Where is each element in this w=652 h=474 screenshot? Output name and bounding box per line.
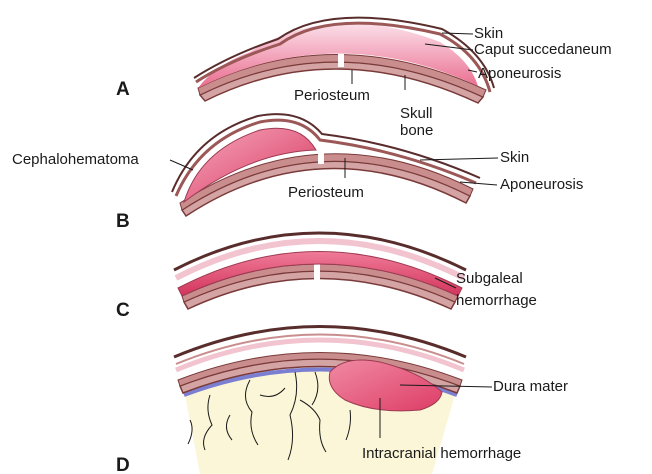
panel-d: D Dura mater Intracranial hemorrhage — [116, 327, 568, 474]
label-dura-mater: Dura mater — [493, 378, 568, 395]
label-skin: Skin — [500, 149, 529, 166]
label-caput-succedaneum: Caput succedaneum — [474, 41, 612, 58]
panel-letter: B — [116, 211, 130, 232]
label-periosteum: Periosteum — [294, 87, 370, 104]
label-intracranial-hemorrhage: Intracranial hemorrhage — [362, 445, 521, 462]
label-cephalohematoma: Cephalohematoma — [12, 151, 139, 168]
panel-letter: D — [116, 455, 130, 474]
label-skull-line1: Skull — [400, 105, 433, 122]
panel-letter: C — [116, 300, 130, 321]
label-subgaleal-line2: hemorrhage — [456, 292, 537, 309]
panel-c: C Subgaleal hemorrhage — [116, 233, 537, 321]
panel-a: A Skin Caput succedaneum Aponeurosis Per… — [116, 18, 612, 139]
label-skin: Skin — [474, 25, 503, 42]
label-periosteum: Periosteum — [288, 184, 364, 201]
label-subgaleal-line1: Subgaleal — [456, 270, 523, 287]
panel-b: B Cephalohematoma Skin Aponeurosis Perio… — [12, 114, 583, 232]
panel-letter: A — [116, 79, 130, 100]
label-aponeurosis: Aponeurosis — [500, 176, 583, 193]
label-aponeurosis: Aponeurosis — [478, 65, 561, 82]
label-skull-line2: bone — [400, 122, 433, 139]
suture — [318, 140, 324, 164]
